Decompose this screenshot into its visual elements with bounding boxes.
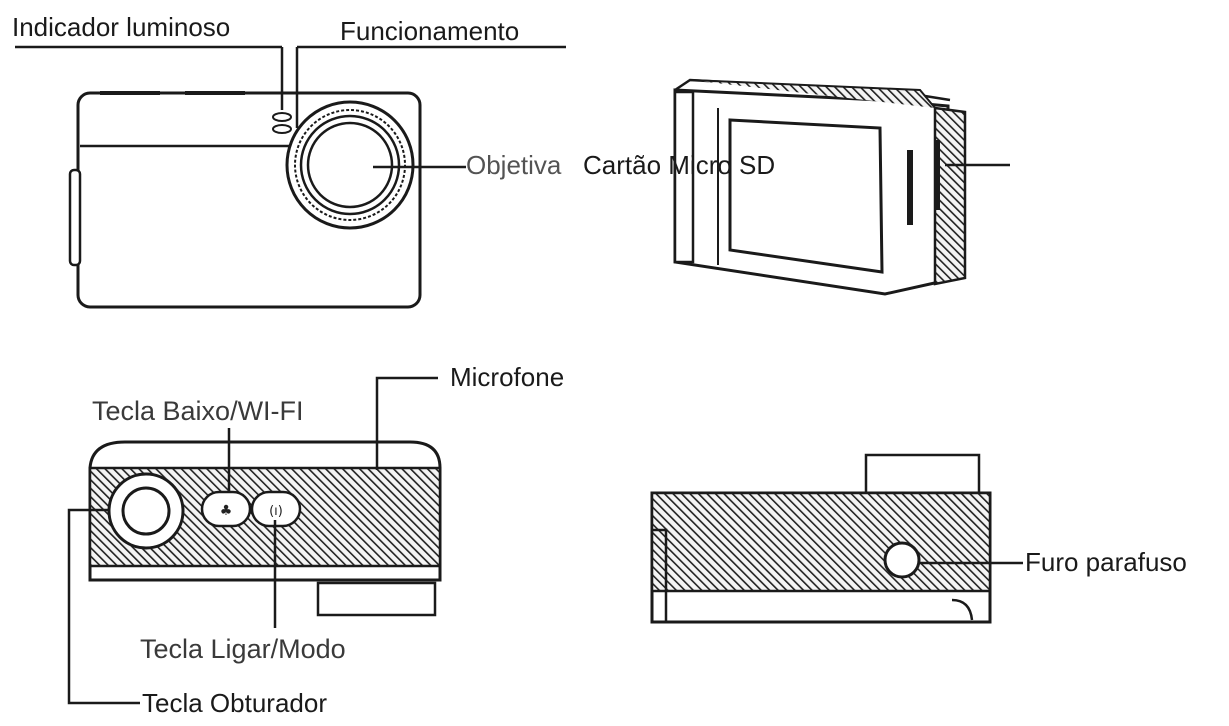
label-shutter: Tecla Obturador xyxy=(142,688,327,718)
svg-text:(ı): (ı) xyxy=(269,504,283,519)
label-screw-hole: Furo parafuso xyxy=(1025,547,1187,577)
back-view xyxy=(673,78,967,296)
label-lens: Objetiva xyxy=(466,150,562,180)
label-microphone: Microfone xyxy=(450,362,565,392)
label-power-mode: Tecla Ligar/Modo xyxy=(140,634,346,664)
svg-text:♣: ♣ xyxy=(220,503,233,519)
label-down-wifi: Tecla Baixo/WI-FI xyxy=(92,396,304,426)
top-leader-lines xyxy=(67,376,438,705)
top-view xyxy=(88,440,442,617)
front-view xyxy=(68,91,422,309)
label-indicator: Indicador luminoso xyxy=(12,12,231,42)
front-leader-lines xyxy=(15,45,566,169)
bottom-view xyxy=(650,453,992,624)
label-microsd: Cartão Micro SD xyxy=(583,150,776,180)
top-button-symbols: ♣ (ı) xyxy=(220,503,283,519)
label-function: Funcionamento xyxy=(340,16,520,46)
